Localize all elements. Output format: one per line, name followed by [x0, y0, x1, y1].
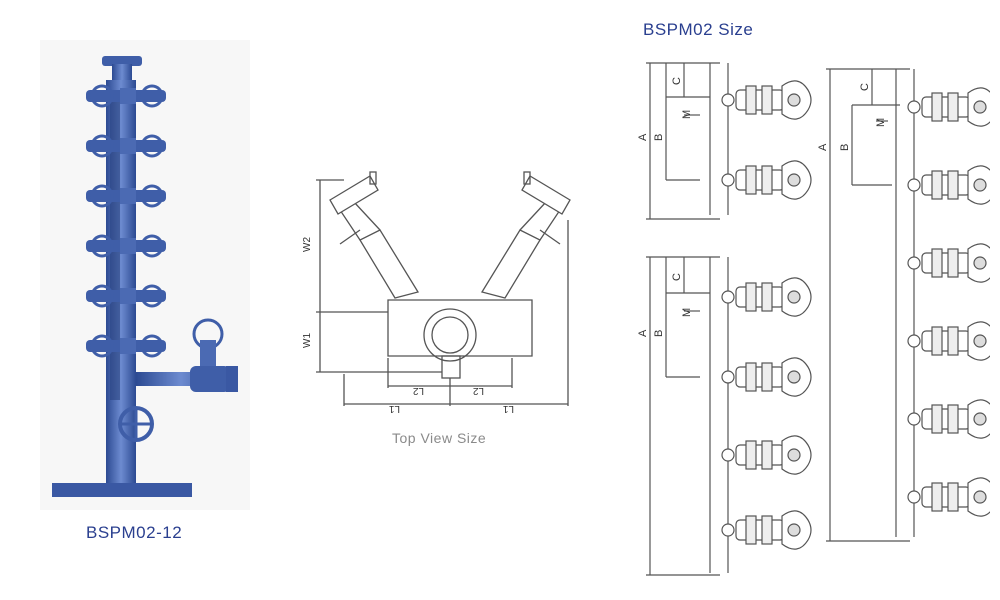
- manifold-column-image: [52, 56, 238, 497]
- m-label-1: M: [681, 110, 693, 119]
- l1-right-label: L1: [502, 403, 514, 414]
- l1-left-label: L1: [388, 403, 400, 414]
- c-label-1: C: [671, 77, 683, 85]
- l2-right-label: L2: [472, 385, 484, 396]
- top-view-drawing: W2 W1 L2 L2 L1 L1: [300, 160, 580, 420]
- b-label-2: B: [653, 330, 665, 337]
- size-drawings: A B C M A B C M: [630, 55, 998, 595]
- c-label-2: C: [671, 273, 683, 281]
- product-caption: BSPM02-12: [86, 523, 183, 542]
- m-label-2: M: [681, 308, 693, 317]
- a-label-2: A: [637, 329, 649, 337]
- w1-label: W1: [302, 333, 313, 348]
- m-label-3: M: [875, 118, 887, 127]
- product-illustration: [40, 40, 250, 510]
- a-label-3: A: [817, 143, 829, 151]
- a-label-1: A: [637, 133, 649, 141]
- b-label-3: B: [839, 144, 851, 151]
- b-label-1: B: [653, 134, 665, 141]
- top-view-svg: W2 W1 L2 L2 L1 L1: [302, 171, 571, 414]
- top-view-caption: Top View Size: [392, 430, 487, 446]
- l2-left-label: L2: [412, 385, 424, 396]
- w2-label: W2: [302, 237, 313, 252]
- size-drawings-svg: A B C M A B C M: [637, 62, 998, 576]
- c-label-3: C: [859, 83, 871, 91]
- size-title: BSPM02 Size: [643, 20, 754, 39]
